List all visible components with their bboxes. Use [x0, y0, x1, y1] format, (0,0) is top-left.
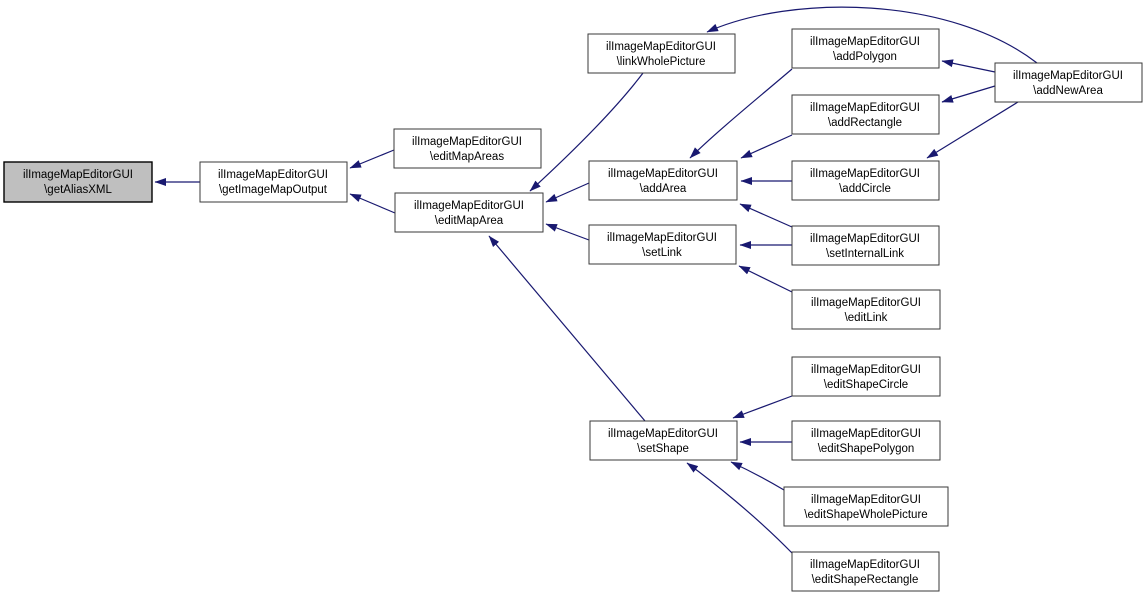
edges-layer	[154, 6, 1038, 554]
node-getImageMapOutput[interactable]: ilImageMapEditorGUI \getImageMapOutput	[199, 161, 348, 203]
node-class-label: ilImageMapEditorGUI	[607, 232, 717, 244]
edge-addNewArea-to-addCircle	[926, 101, 1019, 159]
edge-editShapeRectangle-to-setShape	[686, 462, 793, 554]
node-method-label: \setInternalLink	[826, 248, 904, 260]
node-getAliasXML[interactable]: ilImageMapEditorGUI \getAliasXML	[3, 161, 153, 203]
node-box	[3, 161, 153, 203]
node-method-label: \addNewArea	[1033, 85, 1103, 97]
node-editLink[interactable]: ilImageMapEditorGUI \editLink	[791, 289, 941, 330]
node-method-label: \setShape	[637, 443, 689, 455]
node-method-label: \addRectangle	[828, 117, 902, 129]
node-method-label: \linkWholePicture	[617, 56, 706, 68]
node-box	[199, 161, 348, 203]
node-editShapeRectangle[interactable]: ilImageMapEditorGUI \editShapeRectangle	[791, 551, 940, 592]
node-addNewArea[interactable]: ilImageMapEditorGUI \addNewArea	[994, 62, 1143, 103]
node-addPolygon[interactable]: ilImageMapEditorGUI \addPolygon	[791, 28, 940, 69]
node-box	[588, 224, 737, 265]
node-class-label: ilImageMapEditorGUI	[1013, 70, 1123, 82]
node-class-label: ilImageMapEditorGUI	[810, 168, 920, 180]
node-editShapeCircle[interactable]: ilImageMapEditorGUI \editShapeCircle	[791, 356, 941, 397]
nodes-layer: ilImageMapEditorGUI \getAliasXML ilImage…	[3, 28, 1143, 592]
node-class-label: ilImageMapEditorGUI	[810, 559, 920, 571]
node-box	[791, 356, 941, 397]
node-box	[783, 486, 949, 527]
node-class-label: ilImageMapEditorGUI	[412, 136, 522, 148]
node-addCircle[interactable]: ilImageMapEditorGUI \addCircle	[791, 160, 940, 201]
node-method-label: \editLink	[845, 312, 888, 324]
node-method-label: \editMapAreas	[430, 151, 504, 163]
node-class-label: ilImageMapEditorGUI	[811, 364, 921, 376]
node-linkWholePicture[interactable]: ilImageMapEditorGUI \linkWholePicture	[587, 33, 736, 74]
node-method-label: \editShapePolygon	[818, 443, 915, 455]
node-class-label: ilImageMapEditorGUI	[608, 168, 718, 180]
node-class-label: ilImageMapEditorGUI	[23, 169, 133, 181]
node-box	[587, 33, 736, 74]
node-box	[791, 94, 940, 135]
edge-editLink-to-setLink	[738, 265, 793, 293]
edge-linkWholePicture-to-editMapArea	[529, 72, 644, 192]
node-class-label: ilImageMapEditorGUI	[811, 297, 921, 309]
node-box	[994, 62, 1143, 103]
node-class-label: ilImageMapEditorGUI	[810, 233, 920, 245]
edge-addRectangle-to-addArea	[740, 134, 793, 159]
node-method-label: \addArea	[640, 183, 687, 195]
node-addRectangle[interactable]: ilImageMapEditorGUI \addRectangle	[791, 94, 940, 135]
edge-addNewArea-to-linkWholePicture	[706, 6, 1038, 64]
node-class-label: ilImageMapEditorGUI	[606, 41, 716, 53]
node-setInternalLink[interactable]: ilImageMapEditorGUI \setInternalLink	[791, 225, 940, 266]
node-method-label: \editShapeCircle	[824, 379, 908, 391]
node-box	[393, 128, 542, 169]
edge-setLink-to-editMapArea	[545, 223, 590, 241]
edge-editMapArea-to-getImageMapOutput	[349, 193, 396, 214]
node-class-label: ilImageMapEditorGUI	[218, 169, 328, 181]
node-method-label: \getImageMapOutput	[219, 184, 328, 196]
node-addArea[interactable]: ilImageMapEditorGUI \addArea	[588, 160, 738, 201]
edge-addPolygon-to-addArea	[689, 68, 793, 159]
node-setShape[interactable]: ilImageMapEditorGUI \setShape	[589, 420, 738, 461]
node-class-label: ilImageMapEditorGUI	[811, 494, 921, 506]
node-class-label: ilImageMapEditorGUI	[811, 428, 921, 440]
node-editMapAreas[interactable]: ilImageMapEditorGUI \editMapAreas	[393, 128, 542, 169]
node-method-label: \addPolygon	[833, 51, 897, 63]
node-box	[394, 192, 544, 233]
node-class-label: ilImageMapEditorGUI	[414, 200, 524, 212]
node-setLink[interactable]: ilImageMapEditorGUI \setLink	[588, 224, 737, 265]
node-method-label: \getAliasXML	[44, 184, 112, 196]
node-box	[791, 551, 940, 592]
node-box	[791, 420, 941, 461]
node-box	[791, 28, 940, 69]
edge-editShapeWholePicture-to-setShape	[730, 461, 785, 491]
edge-setInternalLink-to-addArea	[739, 203, 793, 228]
edge-addNewArea-to-addRectangle	[941, 85, 996, 103]
node-method-label: \editMapArea	[435, 215, 504, 227]
node-method-label: \editShapeWholePicture	[804, 509, 927, 521]
edge-addNewArea-to-addPolygon	[941, 59, 996, 73]
node-box	[791, 225, 940, 266]
node-box	[791, 289, 941, 330]
node-editMapArea[interactable]: ilImageMapEditorGUI \editMapArea	[394, 192, 544, 233]
node-class-label: ilImageMapEditorGUI	[810, 36, 920, 48]
edge-editShapeCircle-to-setShape	[732, 395, 793, 419]
node-method-label: \setLink	[642, 247, 682, 259]
edge-editMapAreas-to-getImageMapOutput	[349, 149, 395, 169]
edge-addArea-to-editMapArea	[545, 182, 590, 203]
node-box	[589, 420, 738, 461]
node-method-label: \addCircle	[839, 183, 891, 195]
node-editShapePolygon[interactable]: ilImageMapEditorGUI \editShapePolygon	[791, 420, 941, 461]
node-class-label: ilImageMapEditorGUI	[810, 102, 920, 114]
node-editShapeWholePicture[interactable]: ilImageMapEditorGUI \editShapeWholePictu…	[783, 486, 949, 527]
edge-setShape-to-editMapArea	[488, 235, 646, 422]
node-box	[791, 160, 940, 201]
node-method-label: \editShapeRectangle	[812, 574, 919, 586]
node-box	[588, 160, 738, 201]
node-class-label: ilImageMapEditorGUI	[608, 428, 718, 440]
